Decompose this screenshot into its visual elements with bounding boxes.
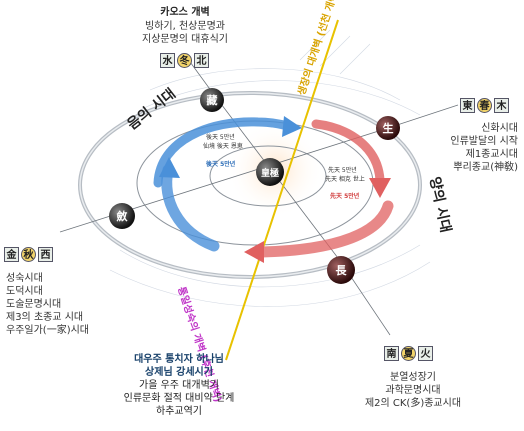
blue-arrow-lower xyxy=(161,164,220,252)
svg-text:後天 5만년: 後天 5만년 xyxy=(206,160,236,168)
east-line-4: 뿌리종교(神敎) xyxy=(453,162,518,173)
center-box-line-2: 상제님 강세시기 xyxy=(145,367,213,378)
red-arrow-upper xyxy=(311,119,385,185)
east-chip-east: 東 xyxy=(460,98,475,113)
east-chips: 東 春 木 xyxy=(460,98,509,113)
axis-line xyxy=(225,19,339,361)
chaos-chips: 水 冬 北 xyxy=(160,53,209,68)
center-box-line-1: 대우주 통치자 하나님 xyxy=(134,354,224,365)
east-line-2: 인류발달의 시작 xyxy=(450,136,518,147)
chaos-chip-north: 北 xyxy=(194,53,209,68)
south-chip-summer: 夏 xyxy=(401,346,416,361)
chaos-chip-winter: 冬 xyxy=(177,53,192,68)
west-chips: 金 秋 西 xyxy=(4,247,53,262)
svg-text:先天 5만년: 先天 5만년 xyxy=(328,166,357,174)
east-chip-wood: 木 xyxy=(494,98,509,113)
south-chips: 南 夏 火 xyxy=(384,346,433,361)
west-chip-metal: 金 xyxy=(4,247,19,262)
svg-text:皇極: 皇極 xyxy=(261,167,279,179)
svg-text:先天 5만년: 先天 5만년 xyxy=(330,192,360,200)
red-arrow-upper-head xyxy=(369,178,391,198)
west-line-3: 도술문명시대 xyxy=(6,299,62,310)
west-line-4: 제3의 초종교 시대 xyxy=(6,312,84,323)
chaos-chip-water: 水 xyxy=(160,53,175,68)
orbit-rings xyxy=(78,91,422,279)
west-chip-west: 西 xyxy=(38,247,53,262)
arc-label-left: 음의 시대 xyxy=(124,85,179,133)
red-arrow-lower-head xyxy=(244,241,264,263)
station-center: 皇極 xyxy=(256,158,284,186)
east-line-3: 제1종교시대 xyxy=(465,149,518,160)
svg-text:仙境 後天 恩恵: 仙境 後天 恩恵 xyxy=(203,142,243,150)
svg-text:後天 5만년: 後天 5만년 xyxy=(206,133,235,141)
svg-text:生: 生 xyxy=(383,121,394,135)
west-line-1: 성숙시대 xyxy=(6,273,43,284)
svg-text:先天 相克 世上: 先天 相克 世上 xyxy=(325,175,365,183)
blue-arrow-upper-head xyxy=(282,116,302,137)
center-box-line-4: 인류문화 절적 대비약 단계 xyxy=(123,393,235,404)
center-box-line-5: 하추교역기 xyxy=(156,406,202,417)
west-chip-autumn: 秋 xyxy=(21,247,36,262)
south-line-2: 과학문명시대 xyxy=(385,385,441,396)
south-chip-fire: 火 xyxy=(418,346,433,361)
south-chip-south: 南 xyxy=(384,346,399,361)
center-box-line-3: 가을 우주 대개벽기 xyxy=(139,380,219,391)
blue-arrow-lower-head xyxy=(159,157,180,178)
svg-text:藏: 藏 xyxy=(207,93,218,107)
west-line-5: 우주일가(一家)시대 xyxy=(6,325,90,336)
inner-notes-right: 先天 5만년 先天 相克 世上 先天 5만년 xyxy=(325,166,365,200)
south-line-1: 분열성장기 xyxy=(390,372,436,383)
east-line-1: 신화시대 xyxy=(481,123,518,134)
station-bottom: 長 xyxy=(327,256,355,284)
svg-text:斂: 斂 xyxy=(117,209,129,223)
chaos-line-1: 빙하기, 천상문명과 xyxy=(145,21,225,32)
red-arrow-lower xyxy=(256,200,394,258)
arc-label-right: 양의 시대 xyxy=(426,175,454,234)
center-box: 대우주 통치자 하나님 상제님 강세시기 가을 우주 대개벽기 인류문화 절적 … xyxy=(108,353,250,418)
east-chip-spring: 春 xyxy=(477,98,492,113)
svg-text:長: 長 xyxy=(336,264,348,277)
blue-arrow-upper xyxy=(153,117,293,188)
west-line-2: 도덕시대 xyxy=(6,286,43,297)
station-left: 斂 xyxy=(109,203,135,229)
station-right: 生 xyxy=(376,116,400,140)
chaos-title: 카오스 개벽 xyxy=(160,7,210,18)
inner-notes-left: 後天 5만년 仙境 後天 恩恵 後天 5만년 xyxy=(203,133,243,168)
south-line-3: 제2의 CK(多)종교시대 xyxy=(364,398,462,409)
chaos-line-2: 지상문명의 대휴식기 xyxy=(142,34,228,45)
station-top: 藏 xyxy=(200,88,224,112)
